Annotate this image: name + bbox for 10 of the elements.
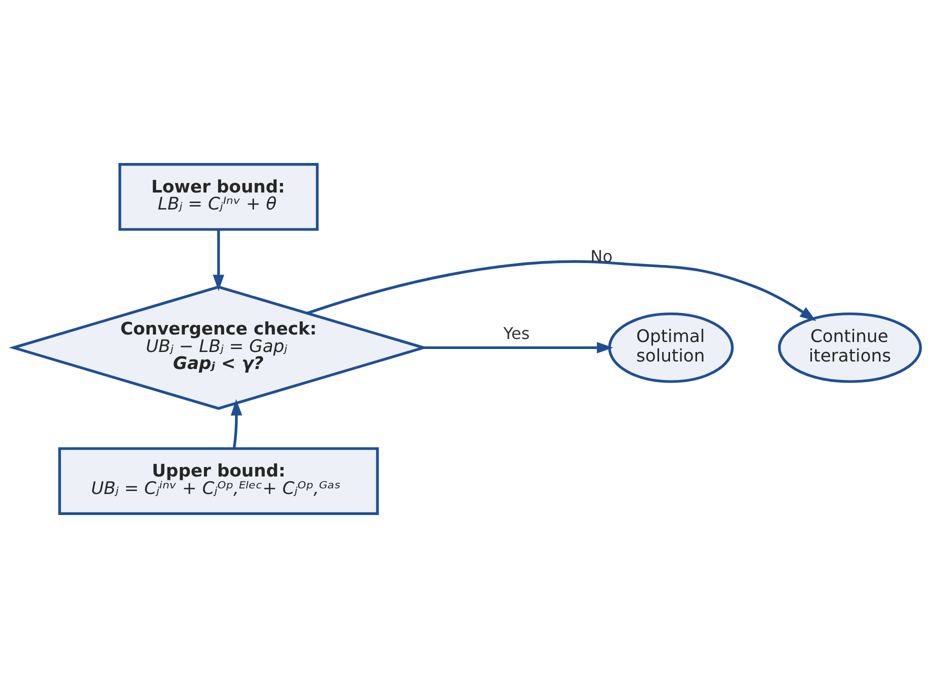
arrow [306, 260, 816, 322]
arrow [212, 229, 224, 292]
node-box: Upper bound: UBⱼ = Cⱼⁱⁿᵛ + Cⱼᴼᵖ,ᴱˡᵉᶜ+ Cⱼᴼᵖ,ᴳᵃˢ [58, 447, 379, 516]
edge-label: No [590, 246, 613, 266]
node-ellipse: Continue iterations [778, 312, 922, 383]
arrow [424, 342, 614, 354]
edge-label: Yes [503, 324, 530, 343]
arrow [230, 399, 242, 449]
node-ellipse: Optimal solution [608, 312, 734, 383]
node-box: Lower bound: LBⱼ = Cⱼᴵⁿᵛ + θ [118, 162, 319, 231]
